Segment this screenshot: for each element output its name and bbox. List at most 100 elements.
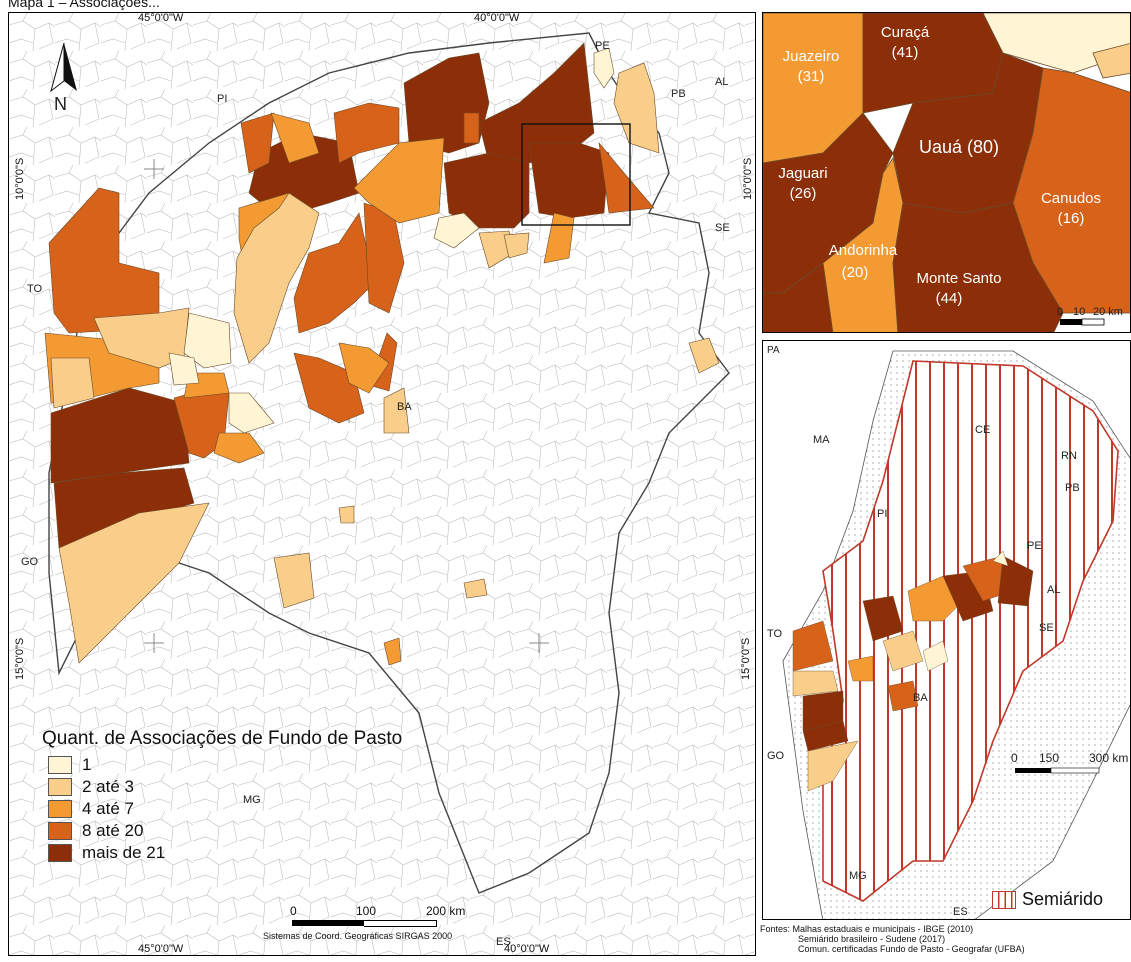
bahia-state-boundary — [48, 32, 730, 894]
inset-muni-monte-santo[interactable] — [892, 202, 1064, 333]
semiarid-legend-label: Semiárido — [1022, 889, 1104, 909]
inset-scale-t2: 20 km — [1093, 306, 1123, 318]
muni-nw-1[interactable] — [48, 187, 160, 334]
inset-count-canudos: (16) — [1058, 210, 1085, 227]
coord-top-right: 40°0'0"W — [474, 12, 520, 24]
coord-bottom-left: 45°0'0"W — [138, 943, 184, 955]
coord-right-upper: 10°0'0"S — [742, 157, 754, 200]
muni-s-5[interactable] — [338, 505, 355, 524]
muni-w-3[interactable] — [50, 357, 95, 409]
region-label-to: TO — [767, 628, 783, 640]
state-label-pb: PB — [671, 88, 686, 100]
muni-c-12[interactable] — [433, 212, 480, 249]
legend-item: 4 até 7 — [42, 798, 402, 820]
region-label-ma: MA — [813, 434, 830, 446]
semiarid-legend: Semiárido — [992, 889, 1103, 910]
region-scale-t1: 150 — [1039, 751, 1059, 765]
region-label-es: ES — [953, 906, 968, 918]
legend-swatch — [48, 800, 72, 818]
inset-region-municipalities — [792, 550, 1034, 792]
inset-region-scale-bar: 0 150 300 km — [1011, 751, 1128, 774]
muni-sw-4[interactable] — [58, 502, 210, 664]
muni-c-11[interactable] — [383, 387, 410, 434]
muni-w-4[interactable] — [183, 312, 232, 369]
region-label-mg: MG — [849, 870, 867, 882]
muni-s-3[interactable] — [273, 552, 315, 609]
legend-swatch — [48, 844, 72, 862]
coord-bottom-right: 40°0'0"W — [504, 943, 550, 955]
legend-label: 8 até 20 — [82, 821, 144, 840]
legend-item: 1 — [42, 754, 402, 776]
muni-c-7[interactable] — [338, 342, 390, 394]
inset-label-curaca: Curaçá — [881, 24, 930, 41]
muni-ne[interactable] — [528, 142, 610, 219]
muni-e-1[interactable] — [688, 337, 720, 374]
state-label-to: TO — [27, 283, 43, 295]
legend-swatch — [48, 778, 72, 796]
region-label-pa: PA — [767, 345, 780, 356]
muni-nw-2[interactable] — [240, 112, 275, 174]
muni-c-1[interactable] — [293, 212, 375, 334]
muni-ne-2[interactable] — [598, 141, 655, 214]
region-label-pb: PB — [1065, 482, 1080, 494]
main-scale-t0: 0 — [290, 904, 297, 918]
muni-s-4[interactable] — [463, 578, 488, 599]
semiarid-region[interactable] — [822, 360, 1119, 902]
state-label-go: GO — [21, 556, 39, 568]
state-label-es: ES — [496, 936, 511, 948]
inset-label-monte-santo: Monte Santo — [916, 270, 1001, 287]
legend-item: mais de 21 — [42, 842, 402, 864]
region-label-pi: PI — [877, 508, 887, 520]
legend-title: Quant. de Associações de Fundo de Pasto — [42, 728, 403, 749]
region-coord-left: 15°0'0"S — [740, 637, 752, 680]
inset-region-map[interactable]: PA MA CE RN PB PI PE AL SE TO BA GO MG E… — [762, 340, 1131, 920]
inset-muni-ne-small[interactable] — [1092, 43, 1131, 79]
inset-scale-t0: 0 — [1057, 306, 1063, 318]
state-label-se: SE — [715, 222, 730, 234]
muni-ne-5[interactable] — [593, 47, 615, 89]
region-label-ba: BA — [913, 692, 928, 704]
inset-region-svg: PA MA CE RN PB PI PE AL SE TO BA GO MG E… — [763, 341, 1130, 919]
region-label-go: GO — [767, 750, 785, 762]
region-label-ce: CE — [975, 424, 990, 436]
state-label-pe: PE — [595, 40, 610, 52]
coord-top-left: 45°0'0"W — [138, 12, 184, 24]
muni-w-5[interactable] — [228, 392, 275, 434]
legend: Quant. de Associações de Fundo de Pasto … — [42, 728, 402, 864]
state-label-pi: PI — [217, 93, 227, 105]
inset-extent-box[interactable] — [521, 123, 631, 226]
main-scale-t1: 100 — [356, 904, 377, 918]
inset-count-andorinha: (20) — [842, 264, 869, 281]
muni-s-2[interactable] — [383, 637, 402, 666]
region-scale-t2: 300 km — [1089, 751, 1128, 765]
muni-n-3[interactable] — [353, 137, 445, 224]
muni-ne-3[interactable] — [463, 112, 480, 144]
inset-label-juazeiro: Juazeiro — [783, 48, 840, 65]
legend-item: 8 até 20 — [42, 820, 402, 842]
crs-note: Sistemas de Coord. Geográficas SIRGAS 20… — [263, 931, 453, 941]
muni-c-10[interactable] — [503, 232, 530, 259]
inset-muni-sw-dark[interactable] — [763, 262, 834, 333]
inset-label-andorinha: Andorinha — [829, 242, 898, 259]
main-map[interactable]: N PI PE PB AL SE TO BA GO MG ES — [8, 12, 756, 956]
inset-label-uaua: Uauá (80) — [919, 137, 999, 157]
inset-count-juazeiro: (31) — [798, 68, 825, 85]
inset-detail-svg: Juazeiro (31) Curaçá (41) Uauá (80) Jagu… — [763, 13, 1131, 333]
muni-w-6[interactable] — [168, 352, 200, 386]
inset-count-curaca: (41) — [892, 44, 919, 61]
inset-scale-t1: 10 — [1073, 306, 1085, 318]
legend-label: mais de 21 — [82, 843, 166, 862]
muni-n-4[interactable] — [270, 112, 320, 164]
inset-label-canudos: Canudos — [1041, 190, 1101, 207]
inset-detail-map[interactable]: Juazeiro (31) Curaçá (41) Uauá (80) Jagu… — [762, 12, 1131, 333]
source-line-3: Comun. certificadas Fundo de Pasto - Geo… — [798, 944, 1025, 954]
state-label-al: AL — [715, 76, 728, 88]
inset-label-jaguari: Jaguari — [778, 165, 827, 182]
fundo-de-pasto-municipalities — [44, 42, 720, 666]
region-scale-t0: 0 — [1011, 751, 1018, 765]
state-label-ba: BA — [397, 401, 412, 413]
muni-c-8[interactable] — [233, 192, 320, 364]
legend-label: 2 até 3 — [82, 777, 134, 796]
main-map-svg: N PI PE PB AL SE TO BA GO MG ES — [9, 13, 755, 955]
muni-ne-4[interactable] — [613, 62, 660, 154]
